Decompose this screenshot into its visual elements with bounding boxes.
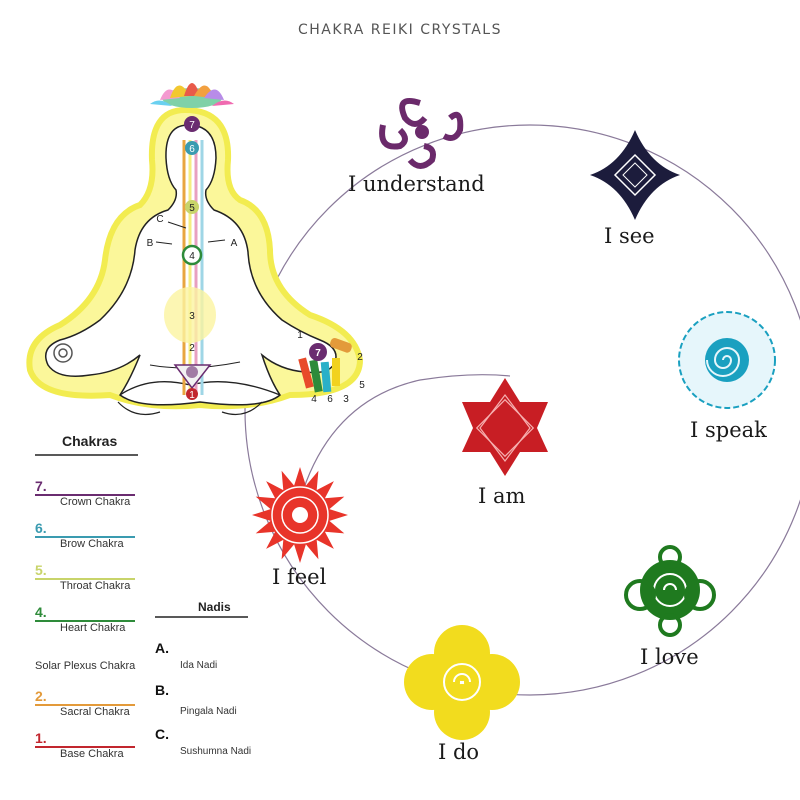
nadi-name-c: Sushumna Nadi	[180, 746, 252, 757]
chakra-legend-name: Crown Chakra	[60, 496, 131, 508]
chakra-cycle-circle	[244, 124, 800, 696]
chakra-legend-line	[35, 746, 135, 748]
nadi-letter-c: C.	[155, 726, 169, 742]
chakra-legend-line	[35, 578, 135, 580]
spine-label-6: 6	[189, 144, 195, 155]
hand-number-5: 5	[359, 380, 365, 391]
heart-chakra-symbol	[624, 545, 716, 637]
chakra-legend-line	[35, 704, 135, 706]
hand-number-4: 4	[311, 394, 317, 405]
affirmation-feel: I feel	[272, 565, 327, 589]
crown-chakra-symbol	[379, 97, 464, 169]
spine-label-7: 7	[189, 120, 195, 131]
nadi-label-c: C	[156, 214, 163, 225]
chakra-legend-name: Solar Plexus Chakra	[35, 660, 136, 672]
spine-label-1: 1	[189, 390, 195, 401]
chakra-legend-name: Throat Chakra	[60, 580, 131, 592]
page-title: CHAKRA REIKI CRYSTALS	[298, 22, 502, 38]
nadi-label-b: B	[147, 238, 154, 249]
affirmation-love: I love	[640, 645, 699, 669]
sacral-chakra-symbol	[252, 467, 348, 563]
chakra-legend-line	[35, 494, 135, 496]
nadi-name-a: Ida Nadi	[180, 660, 218, 671]
nadi-letter-a: A.	[155, 640, 169, 656]
chakras-legend-heading: Chakras	[62, 433, 118, 449]
affirmation-am: I am	[478, 484, 526, 508]
hand-number-3: 3	[343, 394, 349, 405]
brow-chakra-symbol	[590, 130, 680, 220]
nadi-letter-b: B.	[155, 682, 169, 698]
meditating-figure: 7	[26, 83, 364, 415]
chakra-legend-number: 5.	[35, 562, 47, 578]
affirmation-see: I see	[604, 224, 655, 248]
chakra-legend-number: 1.	[35, 730, 47, 746]
nadis-legend-heading: Nadis	[198, 600, 231, 614]
spine-label-3: 3	[189, 311, 195, 322]
hand-number-2: 2	[357, 352, 363, 363]
figure-labels: 7 6 5 4 3 2 1 C B A 1 2 3 4 5 6 7	[147, 120, 366, 405]
hand-number-1: 1	[297, 330, 303, 341]
colored-hand: 7	[298, 338, 352, 393]
chakra-legend-name: Sacral Chakra	[60, 706, 130, 718]
inner-arc	[299, 374, 511, 501]
spine-label-5: 5	[189, 203, 195, 214]
solar-plexus-chakra-symbol	[462, 378, 548, 476]
chakra-legend-number: 6.	[35, 520, 47, 536]
chakra-legend-line	[35, 536, 135, 538]
nadi-name-b: Pingala Nadi	[180, 706, 237, 717]
affirmation-understand: I understand	[348, 172, 485, 196]
spine-label-4: 4	[189, 251, 195, 262]
chakra-legend-number: 7.	[35, 478, 47, 494]
root-chakra-symbol	[404, 625, 520, 740]
chakra-legend-number: 2.	[35, 688, 47, 704]
throat-chakra-symbol	[678, 311, 776, 409]
affirmation-do: I do	[438, 740, 480, 764]
chakra-legend-name: Base Chakra	[60, 748, 124, 760]
nadi-label-a: A	[231, 238, 238, 249]
hand-number-6: 6	[327, 394, 333, 405]
affirmation-speak: I speak	[690, 418, 767, 442]
chakra-legend-name: Brow Chakra	[60, 538, 124, 550]
spine-label-2: 2	[189, 343, 195, 354]
chakra-legend-number: 4.	[35, 604, 47, 620]
chakra-legend-line	[35, 620, 135, 622]
lotus-crown-icon	[150, 83, 234, 108]
svg-text:7: 7	[315, 348, 321, 359]
chakra-legend-name: Heart Chakra	[60, 622, 126, 634]
